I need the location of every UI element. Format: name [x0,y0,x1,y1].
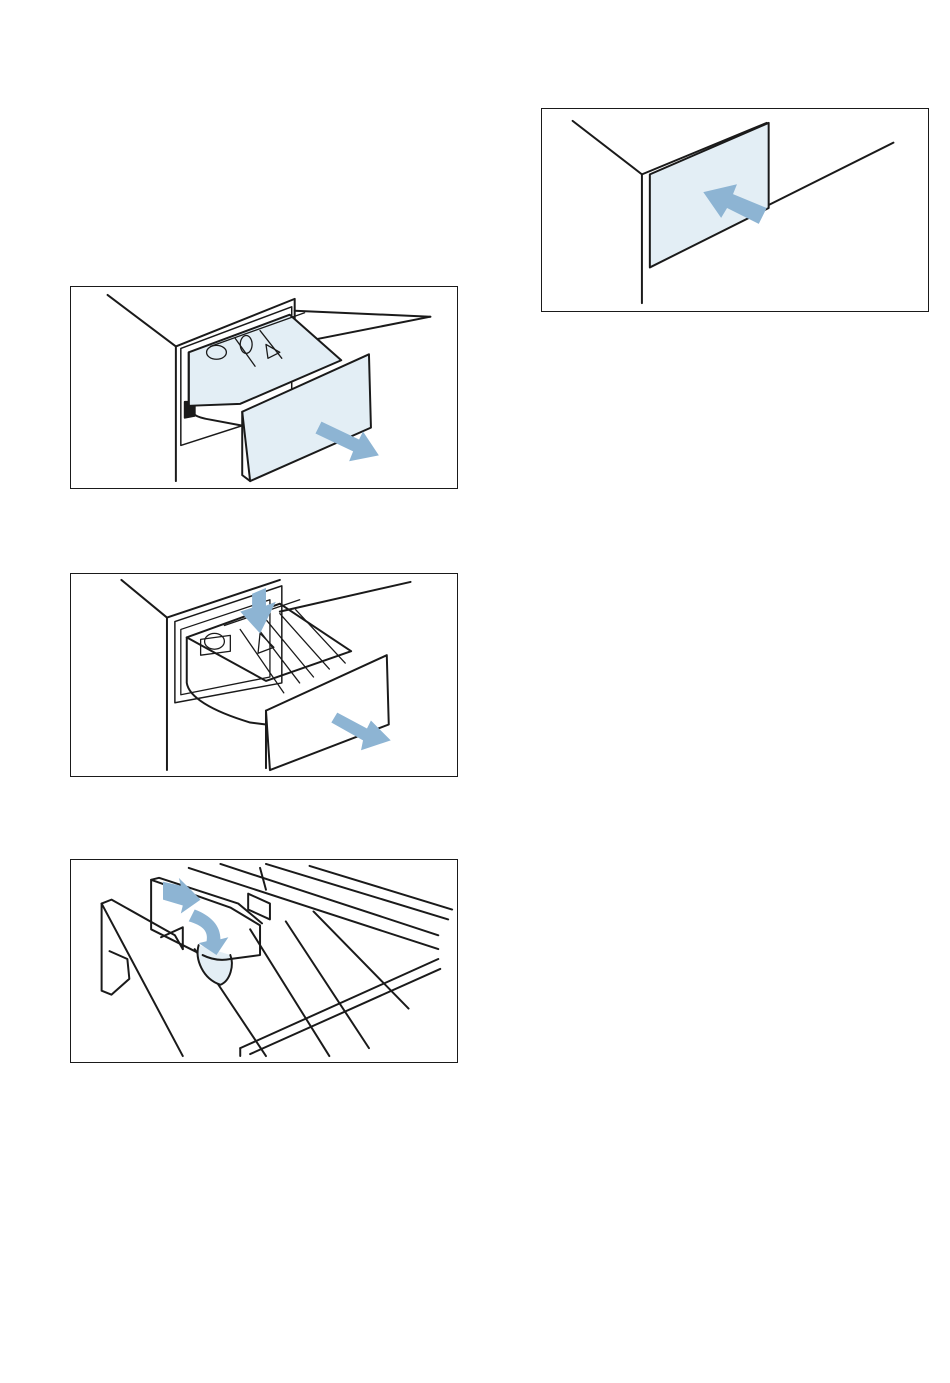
machine-edge [108,295,176,481]
slide-arrow-icon [163,878,201,914]
siphon-insert-illustration [71,860,457,1062]
drawer-close-illustration [542,109,928,311]
figure-push-in-drawer [541,108,929,312]
figure-remove-siphon-insert [70,859,458,1063]
figure-press-release-tab [70,573,458,777]
figure-pull-out-drawer [70,286,458,489]
drawer-open-illustration [71,287,457,488]
pull-arrow-icon [331,713,390,751]
drawer-release-illustration [71,574,457,776]
